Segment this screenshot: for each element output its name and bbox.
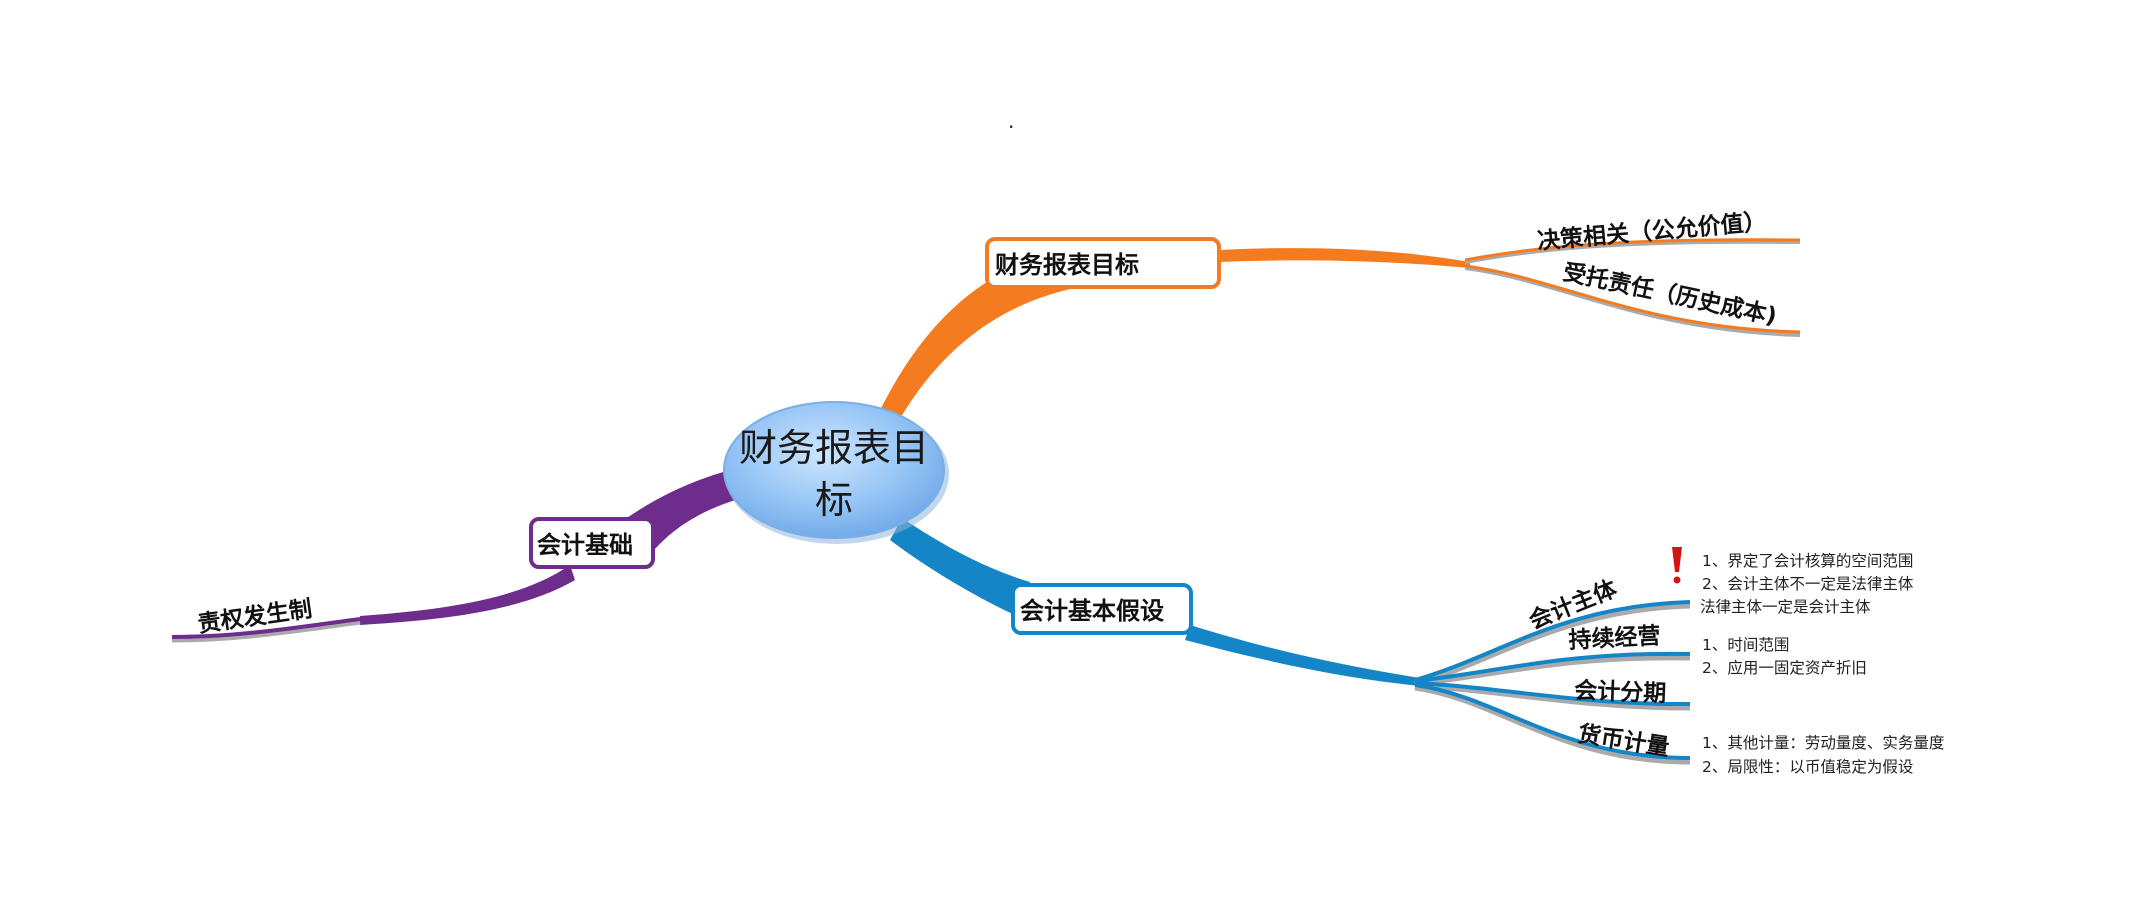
- assumptions-topic-label: 会计基本假设: [1020, 597, 1164, 625]
- note-entity-2: 2、会计主体不一定是法律主体: [1702, 575, 1914, 593]
- assumptions-child-1-line: [1414, 600, 1691, 682]
- basis-topic-box[interactable]: [529, 517, 655, 569]
- basis-trunk: [360, 565, 575, 625]
- top-mark: .: [1008, 109, 1014, 133]
- assumptions-child-2-label: 持续经营: [1568, 622, 1661, 654]
- assumptions-child-2-line: [1414, 651, 1691, 683]
- central-topic-line2: 标: [815, 478, 853, 522]
- basis-topic-label: 会计基础: [537, 531, 633, 559]
- basis-child-1-line: [171, 617, 361, 639]
- objective-child-2-line: [1464, 264, 1801, 334]
- objective-trunk: [1220, 248, 1470, 268]
- note-going-concern-2: 2、应用一固定资产折旧: [1702, 658, 1867, 677]
- objective-topic-box[interactable]: [985, 237, 1221, 289]
- objective-child-1-line: [1464, 238, 1801, 262]
- central-topic-line1: 财务报表目: [739, 426, 929, 470]
- note-entity-3: 法律主体一定是会计主体: [1700, 598, 1871, 616]
- branch-assumptions: 会计基本假设 会计主体 持续经营 会计分期 货币计量 1、界定了会计核算的空间范…: [890, 518, 1944, 776]
- assumptions-child-4-line: [1414, 683, 1691, 760]
- assumptions-trunk: [1185, 625, 1420, 686]
- central-topic[interactable]: 财务报表目 标: [723, 401, 949, 544]
- exclamation-icon: [1672, 547, 1682, 584]
- assumptions-child-3-line: [1414, 681, 1691, 707]
- note-entity-1: 1、界定了会计核算的空间范围: [1702, 551, 1913, 570]
- objective-connector: [878, 248, 1090, 422]
- assumptions-connector: [890, 518, 1030, 622]
- branch-objective: 财务报表目标 决策相关（公允价值） 受托责任（历史成本): [878, 208, 1801, 422]
- assumptions-topic-box[interactable]: [1011, 583, 1193, 635]
- objective-topic-label: 财务报表目标: [995, 251, 1139, 279]
- objective-child-1-label: 决策相关（公允价值）: [1536, 208, 1767, 255]
- note-going-concern-1: 1、时间范围: [1702, 636, 1789, 654]
- note-monetary-2: 2、局限性：以币值稳定为假设: [1702, 758, 1913, 776]
- note-monetary-1: 1、其他计量：劳动量度、实务量度: [1702, 734, 1944, 752]
- assumptions-child-3-label: 会计分期: [1574, 677, 1667, 707]
- branch-basis: 会计基础 责权发生制: [171, 468, 742, 643]
